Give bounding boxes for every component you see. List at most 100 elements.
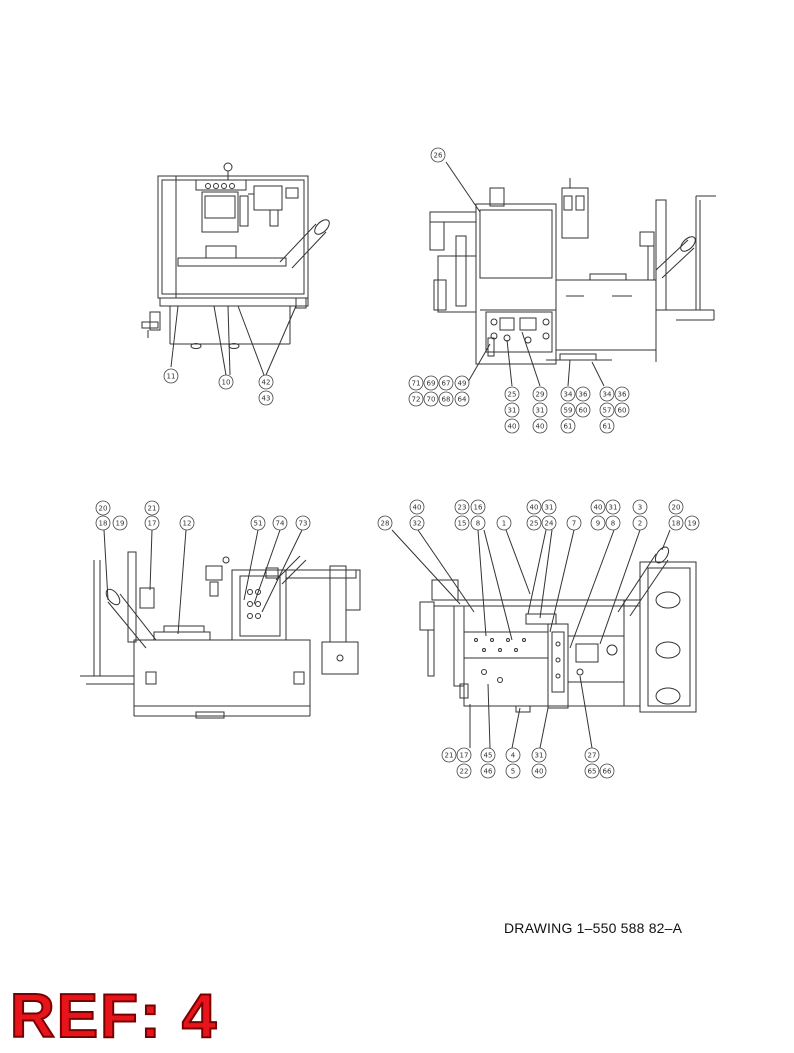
balloon-circle bbox=[526, 515, 542, 531]
balloon-label: 60 bbox=[618, 407, 627, 415]
balloon-circle bbox=[560, 386, 576, 402]
ref-stamp: REF: 4 bbox=[9, 982, 219, 1051]
balloon-circle bbox=[531, 747, 547, 763]
balloon-label: 15 bbox=[458, 520, 467, 528]
balloon-circle bbox=[584, 747, 600, 763]
balloon-circle bbox=[454, 391, 470, 407]
balloon-label: 64 bbox=[458, 396, 467, 404]
balloon-circle bbox=[541, 515, 557, 531]
balloon-label: 73 bbox=[299, 520, 308, 528]
balloon-circle bbox=[470, 515, 486, 531]
balloon-circle bbox=[668, 499, 684, 515]
balloon-circle bbox=[258, 390, 274, 406]
balloon-circle bbox=[541, 499, 557, 515]
balloon-label: 8 bbox=[476, 520, 480, 528]
balloon-circle bbox=[605, 515, 621, 531]
balloon-circle bbox=[408, 375, 424, 391]
balloon-circle bbox=[526, 499, 542, 515]
balloon-circle bbox=[505, 763, 521, 779]
drawing-number: DRAWING 1–550 588 82–A bbox=[504, 920, 683, 936]
balloon-label: 43 bbox=[262, 395, 271, 403]
balloon-circle bbox=[504, 402, 520, 418]
balloon-circle bbox=[218, 374, 234, 390]
balloon-label: 40 bbox=[508, 423, 517, 431]
balloon-label: 31 bbox=[508, 407, 517, 415]
balloon-circle bbox=[560, 402, 576, 418]
balloon-circle bbox=[614, 402, 630, 418]
balloon-label: 66 bbox=[603, 768, 612, 776]
balloon-circle bbox=[250, 515, 266, 531]
view-bottom-left bbox=[80, 529, 361, 719]
balloon-label: 9 bbox=[596, 520, 600, 528]
balloon-circle bbox=[409, 515, 425, 531]
balloon-label: 70 bbox=[427, 396, 436, 404]
balloon-label: 59 bbox=[564, 407, 573, 415]
balloon-circle bbox=[95, 515, 111, 531]
balloon-circle bbox=[532, 386, 548, 402]
balloon-label: 25 bbox=[530, 520, 539, 528]
balloon-circle bbox=[590, 515, 606, 531]
balloon-label: 2 bbox=[638, 520, 642, 528]
balloon-label: 45 bbox=[484, 752, 493, 760]
view-bottom-right bbox=[391, 529, 697, 749]
balloon-label: 19 bbox=[116, 520, 125, 528]
balloon-label: 72 bbox=[412, 396, 421, 404]
balloon-label: 27 bbox=[588, 752, 597, 760]
balloon-circle bbox=[480, 763, 496, 779]
balloon-circle bbox=[599, 418, 615, 434]
balloon-label: 31 bbox=[545, 504, 554, 512]
balloon-circle bbox=[575, 386, 591, 402]
balloon-label: 71 bbox=[412, 380, 421, 388]
balloon-circle bbox=[441, 747, 457, 763]
balloon-label: 60 bbox=[579, 407, 588, 415]
balloon-label: 42 bbox=[262, 379, 271, 387]
balloon-label: 3 bbox=[638, 504, 642, 512]
balloon-label: 26 bbox=[434, 152, 443, 160]
balloon-circle bbox=[423, 375, 439, 391]
balloon-circle bbox=[409, 499, 425, 515]
balloon-label: 23 bbox=[458, 504, 467, 512]
balloon-label: 28 bbox=[381, 520, 390, 528]
balloon-circle bbox=[504, 418, 520, 434]
balloon-circle bbox=[144, 500, 160, 516]
balloon-circle bbox=[454, 515, 470, 531]
balloon-circle bbox=[614, 386, 630, 402]
balloon-circle bbox=[560, 418, 576, 434]
balloon-label: 69 bbox=[427, 380, 436, 388]
balloon-label: 61 bbox=[564, 423, 573, 431]
balloon-circle bbox=[438, 391, 454, 407]
balloon-circle bbox=[163, 368, 179, 384]
balloon-circle bbox=[408, 391, 424, 407]
balloon-circle bbox=[112, 515, 128, 531]
balloon-circle bbox=[668, 515, 684, 531]
balloon-circle bbox=[584, 763, 600, 779]
balloon-label: 67 bbox=[442, 380, 451, 388]
balloon-circle bbox=[575, 402, 591, 418]
view-top-right bbox=[429, 161, 716, 387]
balloon-label: 11 bbox=[167, 373, 176, 381]
balloon-label: 51 bbox=[254, 520, 263, 528]
balloon-circle bbox=[423, 391, 439, 407]
balloon-circle bbox=[599, 763, 615, 779]
balloon-label: 25 bbox=[508, 391, 517, 399]
balloon-label: 21 bbox=[445, 752, 454, 760]
balloon-label: 40 bbox=[413, 504, 422, 512]
balloon-circle bbox=[377, 515, 393, 531]
balloon-label: 31 bbox=[609, 504, 618, 512]
balloon-label: 74 bbox=[276, 520, 285, 528]
balloon-circle bbox=[632, 499, 648, 515]
balloon-label: 61 bbox=[603, 423, 612, 431]
balloon-label: 46 bbox=[484, 768, 493, 776]
balloon-label: 20 bbox=[99, 505, 108, 513]
balloon-label: 34 bbox=[564, 391, 573, 399]
balloon-circle bbox=[258, 374, 274, 390]
balloon-circle bbox=[599, 386, 615, 402]
balloon-circle bbox=[566, 515, 582, 531]
balloon-label: 31 bbox=[536, 407, 545, 415]
balloon-circle bbox=[454, 375, 470, 391]
balloon-circle bbox=[504, 386, 520, 402]
balloon-label: 32 bbox=[413, 520, 422, 528]
balloon-circle bbox=[496, 515, 512, 531]
balloon-label: 24 bbox=[545, 520, 554, 528]
balloon-circle bbox=[531, 763, 547, 779]
